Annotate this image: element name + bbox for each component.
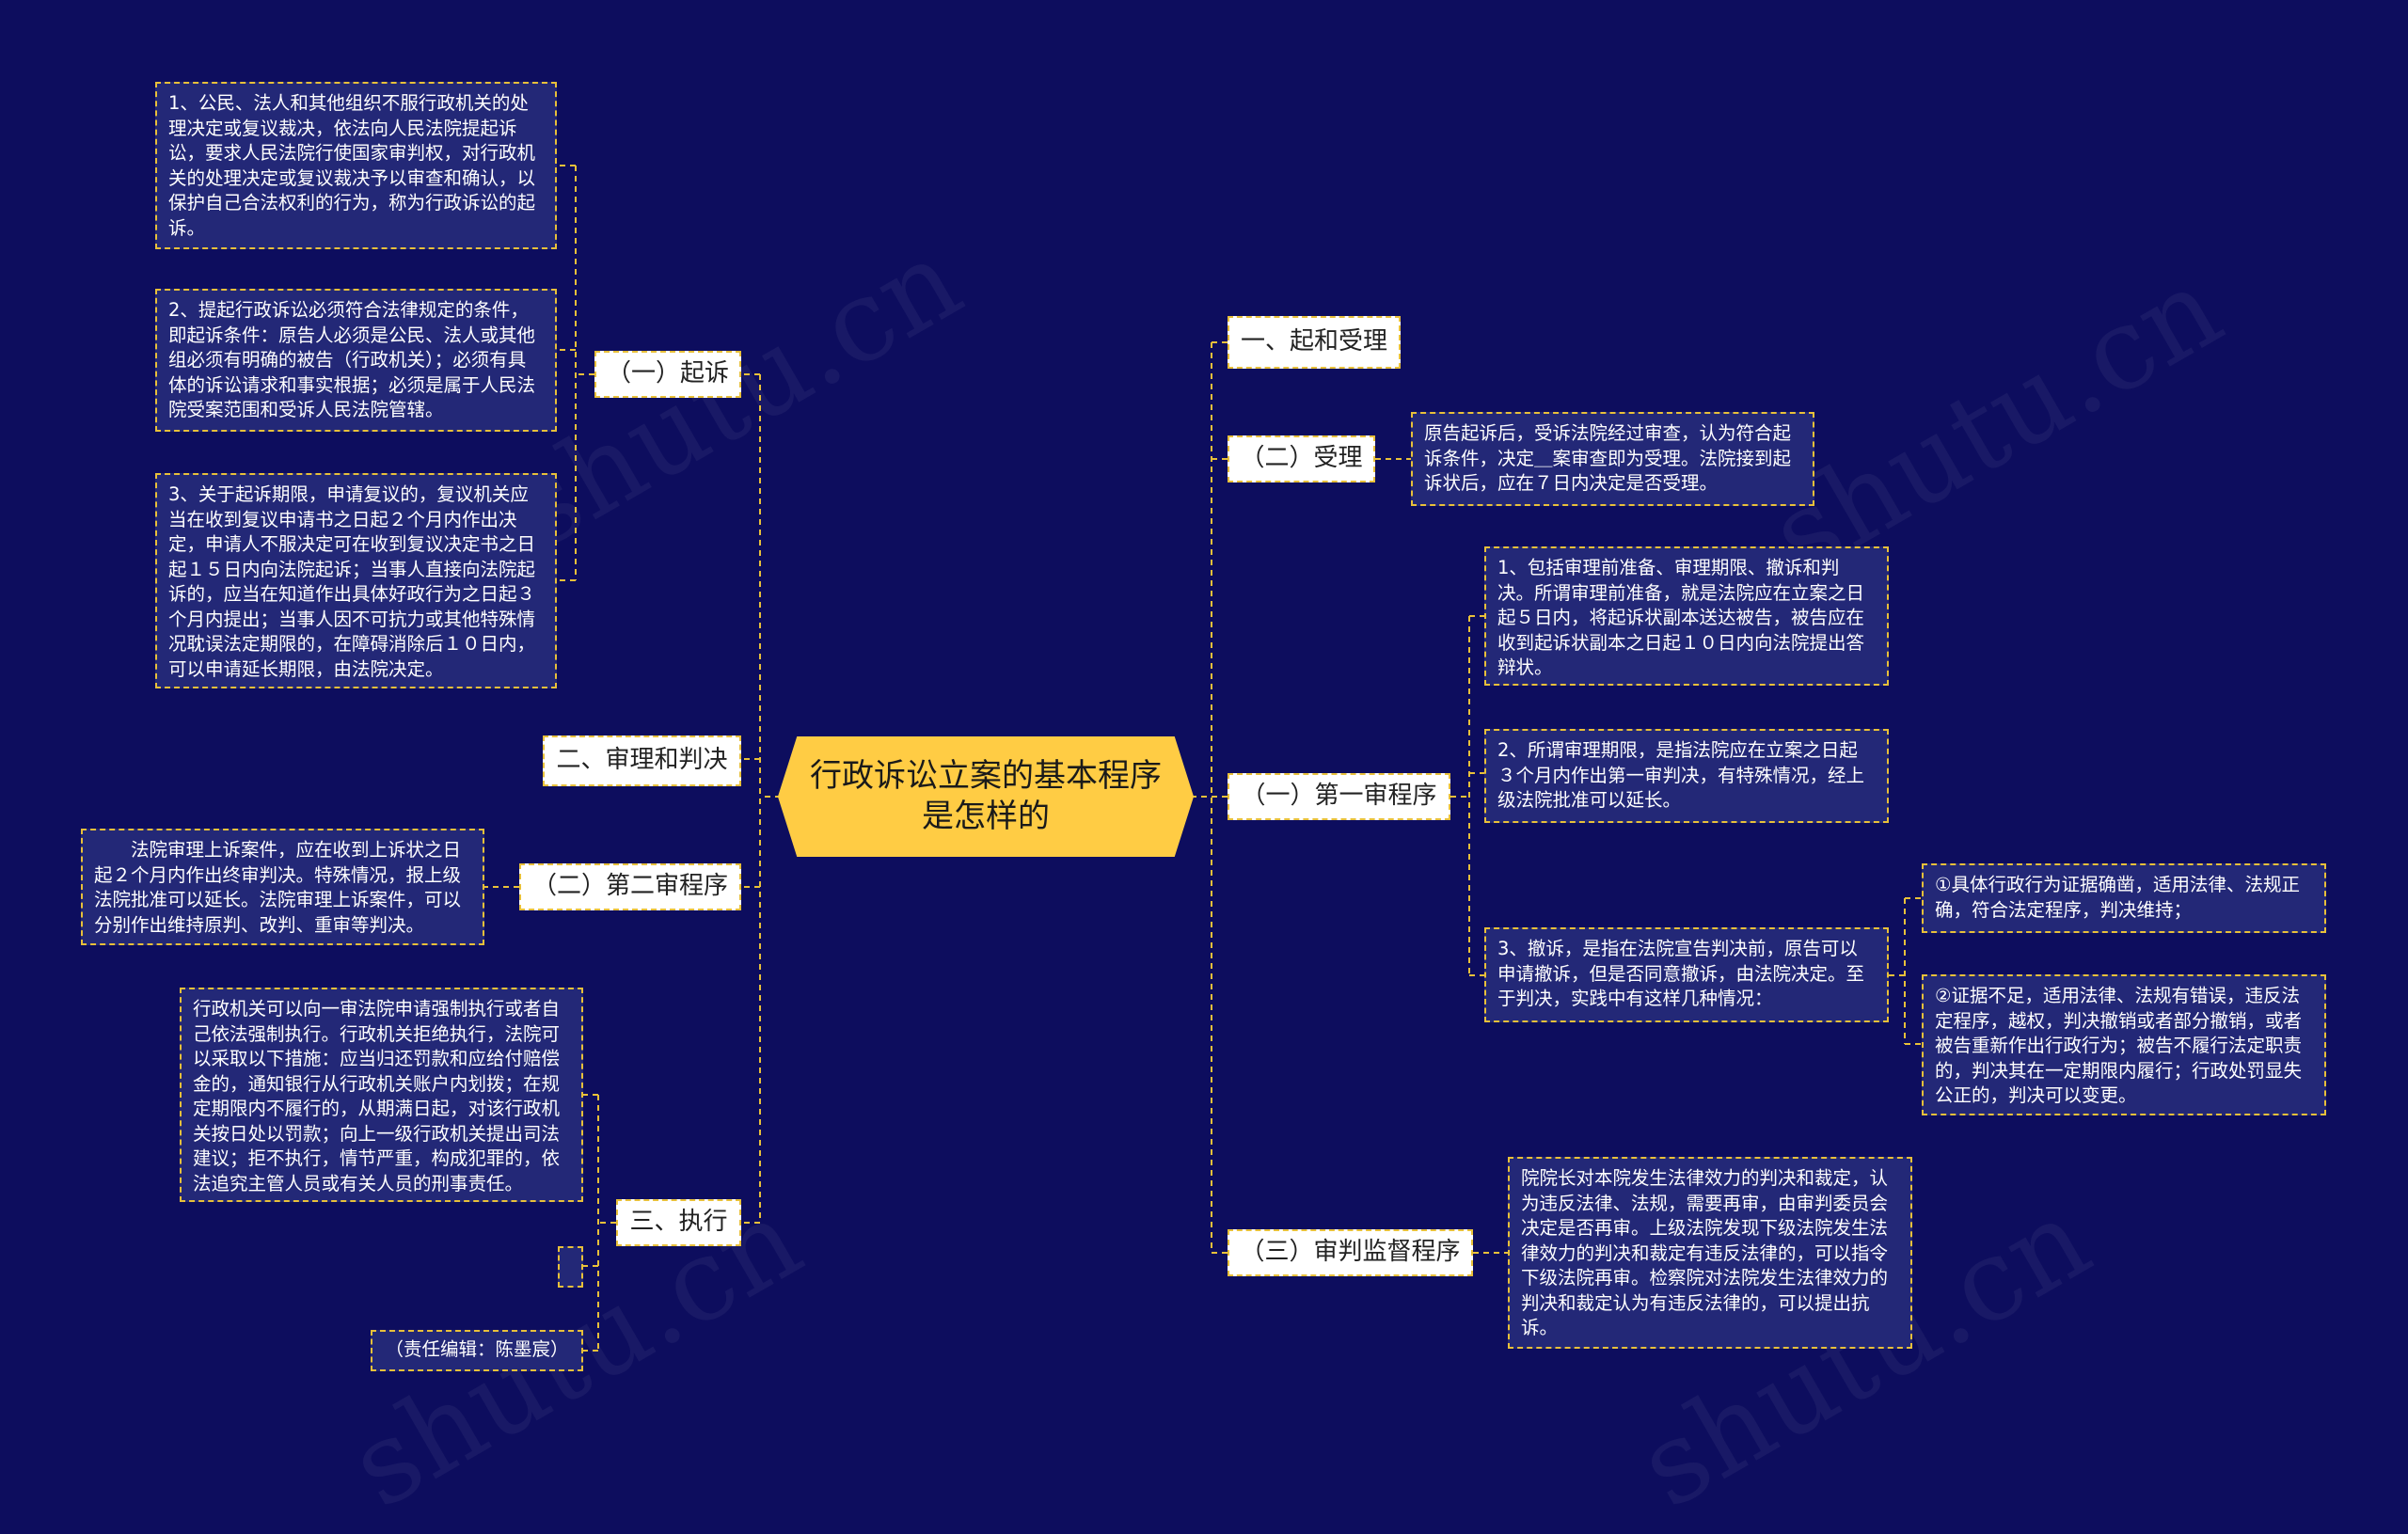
branch-filing-label: 一、起和受理 — [1240, 327, 1387, 356]
execution-text[interactable]: 行政机关可以向一审法院申请强制执行或者自己依法强制执行。行政机关拒绝执行，法院可… — [180, 988, 583, 1202]
first-item-1-text: 1、包括审理前准备、审理期限、撤诉和判决。所谓审理前准备，就是法院应在立案之日起… — [1497, 557, 1865, 678]
acceptance-text-body: 原告起诉后，受诉法院经过审查，认为符合起诉条件，决定＿案审查即为受理。法院接到起… — [1424, 422, 1792, 494]
branch-filing[interactable]: 一、起和受理 — [1228, 316, 1401, 369]
judgment-case-2-text: ②证据不足，适用法律、法规有错误，违反法定程序，越权，判决撤销或者部分撤销，或者… — [1935, 985, 2303, 1106]
acceptance-text[interactable]: 原告起诉后，受诉法院经过审查，认为符合起诉条件，决定＿案审查即为受理。法院接到起… — [1411, 412, 1814, 506]
central-topic-shape — [777, 736, 1195, 857]
connector-lines — [484, 165, 1922, 1352]
suit-item-1[interactable]: 1、公民、法人和其他组织不服行政机关的处理决定或复议裁决，依法向人民法院提起诉讼… — [155, 82, 557, 249]
branch-second-instance[interactable]: （二）第二审程序 — [519, 863, 741, 910]
branch-suit[interactable]: （一）起诉 — [594, 351, 741, 398]
first-item-3[interactable]: 3、撤诉，是指在法院宣告判决前，原告可以申请撤诉，但是否同意撤诉，由法院决定。至… — [1484, 927, 1889, 1022]
second-instance-text[interactable]: 法院审理上诉案件，应在收到上诉状之日起２个月内作出终审判决。特殊情况，报上级法院… — [81, 829, 484, 945]
branch-supervision[interactable]: （三）审判监督程序 — [1228, 1229, 1473, 1276]
suit-item-2-text: 2、提起行政诉讼必须符合法律规定的条件，即起诉条件：原告人必须是公民、法人或其他… — [168, 299, 536, 420]
first-item-2[interactable]: 2、所谓审理期限，是指法院应在立案之日起３个月内作出第一审判决，有特殊情况，经上… — [1484, 729, 1889, 823]
judgment-case-1[interactable]: ①具体行政行为证据确凿，适用法律、法规正确，符合法定程序，判决维持； — [1922, 863, 2326, 933]
editor-note[interactable]: （责任编辑：陈墨宸） — [371, 1330, 583, 1371]
central-topic[interactable]: 行政诉讼立案的基本程序是怎样的 — [777, 735, 1195, 858]
first-item-1[interactable]: 1、包括审理前准备、审理期限、撤诉和判决。所谓审理前准备，就是法院应在立案之日起… — [1484, 546, 1889, 686]
branch-trial-label: 二、审理和判决 — [556, 746, 728, 775]
branch-acceptance[interactable]: （二）受理 — [1228, 435, 1375, 482]
suit-item-1-text: 1、公民、法人和其他组织不服行政机关的处理决定或复议裁决，依法向人民法院提起诉讼… — [168, 92, 536, 239]
judgment-case-2[interactable]: ②证据不足，适用法律、法规有错误，违反法定程序，越权，判决撤销或者部分撤销，或者… — [1922, 974, 2326, 1115]
branch-execution-label: 三、执行 — [629, 1208, 728, 1237]
second-instance-text-body: 法院审理上诉案件，应在收到上诉状之日起２个月内作出终审判决。特殊情况，报上级法院… — [94, 839, 462, 936]
branch-first-instance[interactable]: （一）第一审程序 — [1228, 773, 1450, 820]
branch-trial[interactable]: 二、审理和判决 — [543, 735, 741, 786]
suit-item-3[interactable]: 3、关于起诉期限，申请复议的，复议机关应当在收到复议申请书之日起２个月内作出决定… — [155, 473, 557, 688]
supervision-text[interactable]: 院院长对本院发生法律效力的判决和裁定，认为违反法律、法规，需要再审，由审判委员会… — [1508, 1157, 1912, 1349]
first-item-2-text: 2、所谓审理期限，是指法院应在立案之日起３个月内作出第一审判决，有特殊情况，经上… — [1497, 739, 1865, 811]
first-item-3-text: 3、撤诉，是指在法院宣告判决前，原告可以申请撤诉，但是否同意撤诉，由法院决定。至… — [1497, 938, 1865, 1009]
branch-acceptance-label: （二）受理 — [1240, 444, 1363, 473]
suit-item-3-text: 3、关于起诉期限，申请复议的，复议机关应当在收到复议申请书之日起２个月内作出决定… — [168, 483, 536, 680]
editor-note-text: （责任编辑：陈墨宸） — [385, 1338, 569, 1360]
branch-first-label: （一）第一审程序 — [1241, 782, 1437, 811]
supervision-text-body: 院院长对本院发生法律效力的判决和裁定，认为违反法律、法规，需要再审，由审判委员会… — [1521, 1167, 1889, 1338]
branch-suit-label: （一）起诉 — [606, 359, 729, 388]
execution-text-body: 行政机关可以向一审法院申请强制执行或者自己依法强制执行。行政机关拒绝执行，法院可… — [193, 998, 561, 1194]
branch-execution[interactable]: 三、执行 — [616, 1199, 741, 1246]
central-topic-title: 行政诉讼立案的基本程序是怎样的 — [810, 757, 1162, 835]
execution-empty-box[interactable] — [558, 1246, 583, 1288]
branch-supervision-label: （三）审判监督程序 — [1240, 1238, 1461, 1267]
suit-item-2[interactable]: 2、提起行政诉讼必须符合法律规定的条件，即起诉条件：原告人必须是公民、法人或其他… — [155, 289, 557, 432]
judgment-case-1-text: ①具体行政行为证据确凿，适用法律、法规正确，符合法定程序，判决维持； — [1935, 874, 2300, 921]
branch-second-label: （二）第二审程序 — [531, 872, 728, 901]
